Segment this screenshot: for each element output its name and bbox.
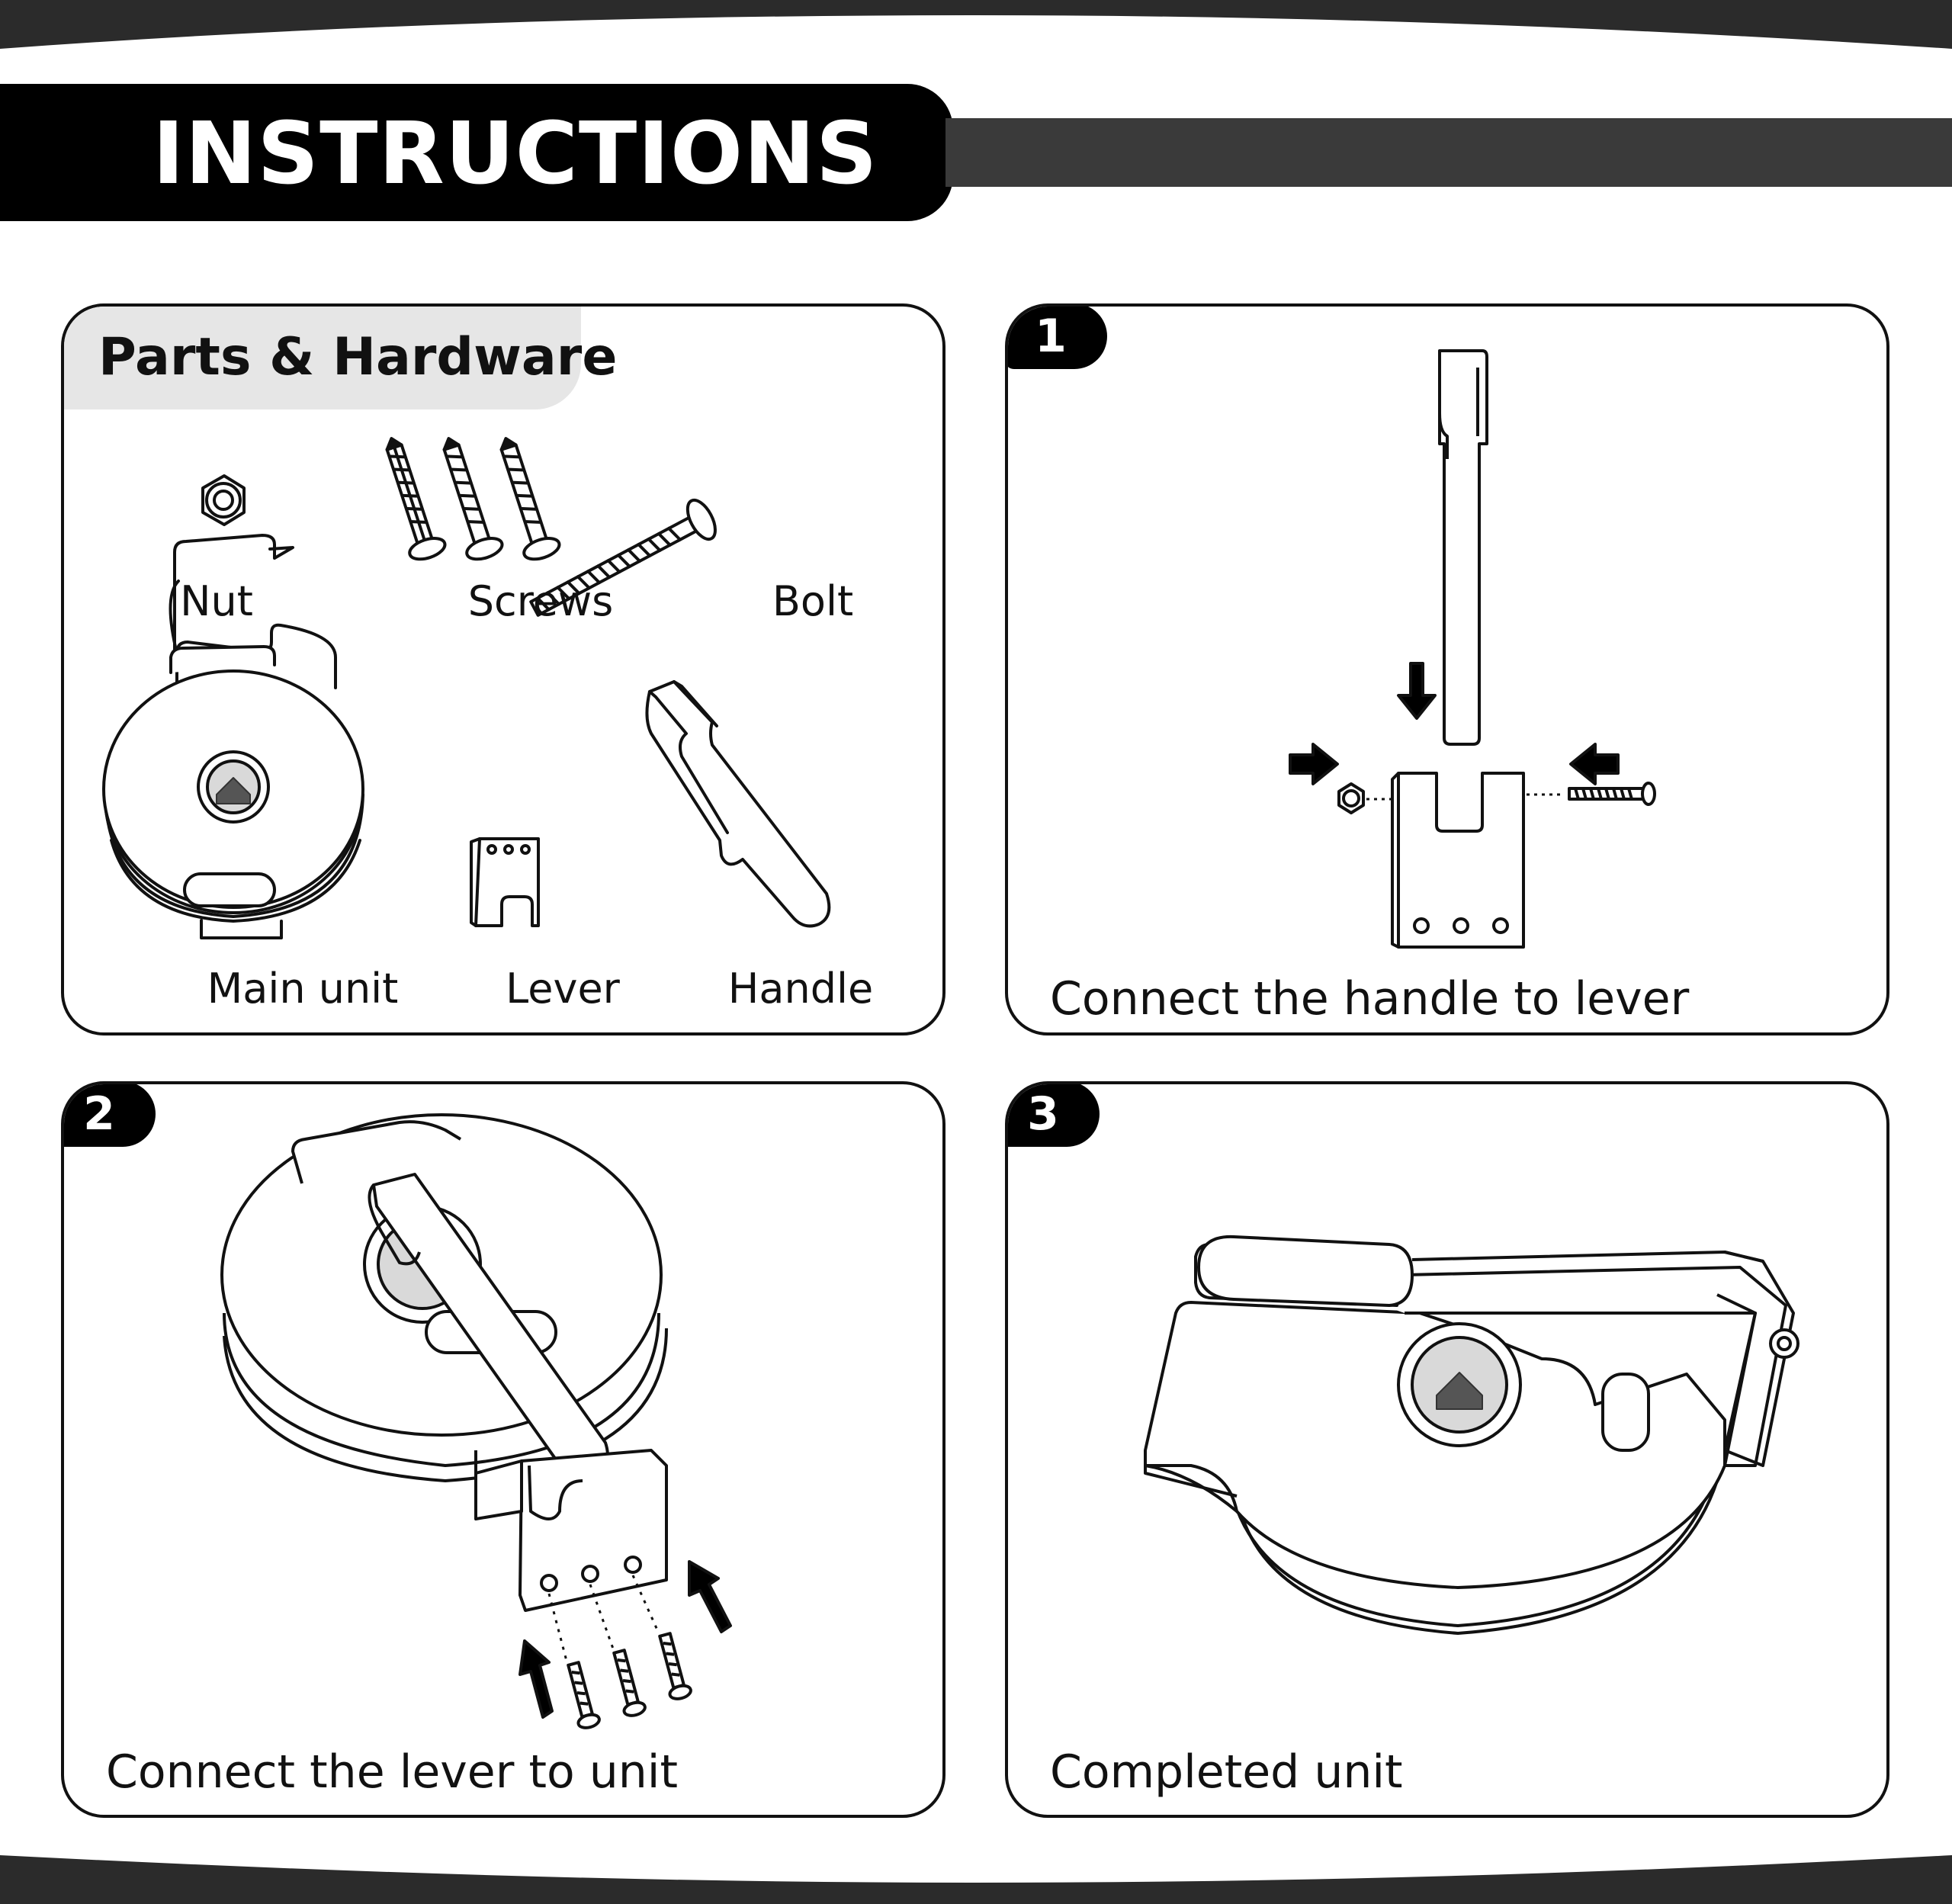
arrow-up-icon	[688, 1560, 732, 1633]
arrow-left-icon	[1569, 743, 1620, 785]
part-label-screws: Screws	[467, 577, 614, 625]
handle-illustration	[1194, 1235, 1800, 1467]
step-2-caption: Connect the lever to unit	[106, 1745, 678, 1799]
part-label-handle: Handle	[727, 965, 874, 1013]
header-stripe	[946, 118, 1952, 187]
parts-title: Parts & Hardware	[98, 327, 618, 387]
bottom-edge-band	[0, 1855, 1952, 1904]
step-1-illustration	[1289, 349, 1656, 949]
lever-illustration	[474, 1449, 668, 1612]
step-1-caption: Connect the handle to lever	[1050, 972, 1690, 1026]
lever-illustration	[1391, 772, 1525, 949]
page-title: INSTRUCTIONS	[152, 104, 878, 204]
bolt-icon	[529, 498, 717, 617]
nut-icon	[1337, 782, 1365, 814]
step-3-illustration	[1144, 1235, 1800, 1635]
handle-illustration	[1438, 349, 1488, 746]
main-unit-illustration	[102, 534, 364, 939]
step-1-badge: 1	[1008, 307, 1107, 369]
step-2-illustration	[220, 1113, 732, 1729]
header-banner	[0, 84, 953, 221]
part-label-bolt: Bolt	[772, 577, 854, 625]
arrow-up-icon	[518, 1639, 554, 1719]
parts-illustrations	[102, 437, 831, 939]
arrow-right-icon	[1289, 743, 1339, 785]
step-3-badge: 3	[1008, 1084, 1100, 1147]
step-2-badge: 2	[64, 1084, 156, 1147]
main-unit-illustration	[1144, 1301, 1726, 1635]
handle-illustration	[645, 680, 831, 928]
arrow-down-icon	[1397, 662, 1437, 720]
part-label-lever: Lever	[506, 965, 620, 1013]
bolt-icon	[1568, 782, 1656, 806]
part-label-main-unit: Main unit	[207, 965, 399, 1013]
step-3-panel: 3 Completed unit	[1005, 1081, 1889, 1818]
step-1-panel: 1 Connect the handle to lever	[1005, 303, 1889, 1035]
top-edge-band	[0, 0, 1952, 49]
nut-icon	[201, 474, 246, 526]
screw-icon	[385, 437, 561, 561]
lever-illustration	[470, 837, 540, 927]
parts-panel: Parts & Hardware	[61, 303, 946, 1035]
screw-icon	[567, 1632, 692, 1729]
step-3-caption: Completed unit	[1050, 1745, 1403, 1799]
part-label-nut: Nut	[180, 577, 253, 625]
parts-title-tab	[64, 307, 581, 409]
step-2-panel: 2 Connect the lever to unit	[61, 1081, 946, 1818]
